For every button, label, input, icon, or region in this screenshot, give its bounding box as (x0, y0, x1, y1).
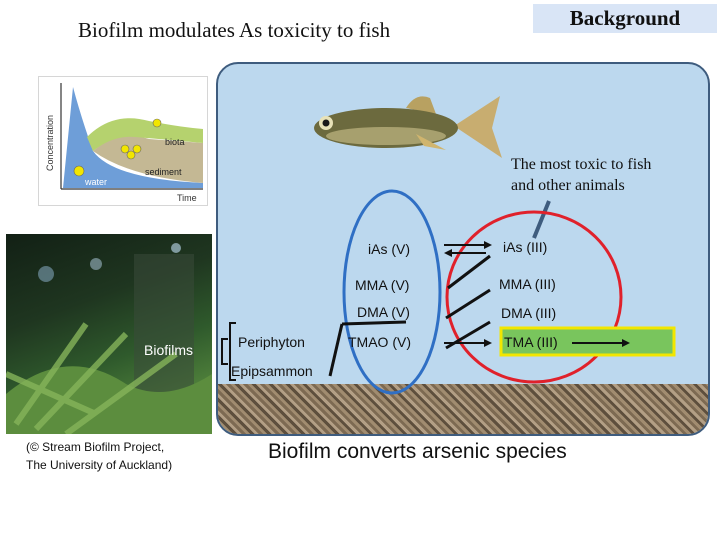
toxic-pointer-line (532, 200, 551, 239)
section-badge: Background (533, 4, 717, 33)
slide-title: Biofilm modulates As toxicity to fish (78, 18, 391, 42)
graph-label-water: water (84, 177, 107, 187)
pentavalent-ellipse (342, 189, 442, 395)
water-curve (63, 87, 203, 188)
toxicity-annotation-line2: and other animals (511, 177, 625, 194)
link-dma-periphyton (341, 320, 407, 326)
sediment-substrate (218, 384, 708, 434)
species-dma-v: DMA (V) (357, 304, 410, 320)
species-mma-iii: MMA (III) (499, 276, 556, 292)
species-mma-v: MMA (V) (355, 277, 410, 293)
photo-credit-line2: The University of Auckland) (26, 458, 173, 472)
periphyton-label: Periphyton (238, 334, 305, 350)
trivalent-ellipse (445, 210, 623, 384)
species-ias-v: iAs (V) (368, 241, 410, 257)
link-mma-ias (447, 254, 491, 290)
species-dma-iii: DMA (III) (501, 305, 557, 321)
biota-curve (87, 118, 203, 151)
graph-label-biota: biota (165, 137, 185, 147)
link-dma-mma (445, 288, 491, 320)
biofilms-label: Biofilms (144, 342, 194, 358)
toxicity-annotation-line1: The most toxic to fish (511, 156, 652, 173)
tma-highlight-box (499, 326, 676, 357)
toxicity-annotation: The most toxic to fish and other animals (511, 154, 651, 196)
habitat-bracket (229, 322, 236, 381)
concentration-graph: Concentration biota sediment water Time (38, 76, 208, 206)
conversion-caption: Biofilm converts arsenic species (268, 440, 567, 463)
link-tmao-epipsammon (328, 323, 344, 377)
epipsammon-label: Epipsammon (231, 363, 313, 379)
photo-credit-line1: (© Stream Biofilm Project, (26, 440, 165, 454)
species-tma-iii: TMA (III) (504, 334, 558, 350)
graph-label-sediment: sediment (145, 167, 182, 177)
graph-xlabel: Time (177, 193, 197, 203)
water-marker (73, 165, 85, 177)
graph-ylabel: Concentration (45, 115, 55, 171)
species-tmao-v: TMAO (V) (348, 334, 411, 350)
biofilm-bracket (221, 338, 228, 365)
biofilm-photo: Biofilms (6, 234, 212, 434)
photo-credit: (© Stream Biofilm Project, The Universit… (26, 438, 172, 474)
sediment-curve (93, 135, 203, 183)
species-ias-iii: iAs (III) (503, 239, 548, 255)
fish-illustration (314, 96, 502, 158)
